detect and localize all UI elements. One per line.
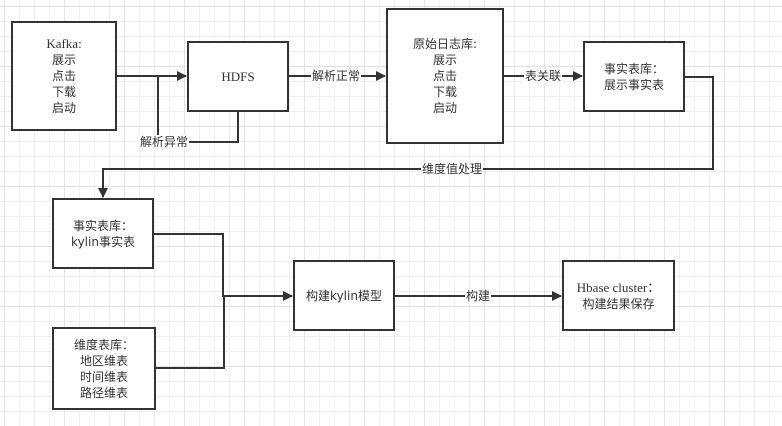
edge-dim-to-model [155, 296, 225, 369]
node-line: kylin事实表 [71, 234, 135, 249]
node-line: 路径维表 [79, 385, 128, 400]
node-hdfs[interactable]: HDFS [187, 41, 289, 112]
node-hbase-cluster[interactable]: Hbase cluster： 构建结果保存 [562, 260, 675, 331]
node-line: 展示 [432, 53, 457, 67]
node-line: 启动 [432, 101, 457, 115]
node-fact-db-kylin[interactable]: 事实表库： kylin事实表 [52, 198, 154, 269]
node-line: 下载 [51, 85, 76, 99]
node-line: 启动 [51, 101, 76, 115]
node-line: 时间维表 [79, 369, 128, 384]
node-title: 原始日志库: [412, 37, 478, 51]
node-dim-db[interactable]: 维度表库： 地区维表 时间维表 路径维表 [52, 327, 156, 410]
node-title: HDFS [221, 68, 255, 84]
node-line: 点击 [432, 69, 457, 83]
node-line: 构建结果保存 [582, 296, 655, 311]
node-fact-db-display[interactable]: 事实表库： 展示事实表 [583, 41, 685, 112]
edge-label-parse-ok: 解析正常 [311, 69, 362, 83]
node-raw-log-db[interactable]: 原始日志库: 展示 点击 下载 启动 [386, 8, 504, 144]
edge-fact-display-to-fact-kylin [98, 76, 714, 198]
edge-label-dim-value-processing: 维度值处理 [421, 162, 484, 176]
node-build-kylin-model[interactable]: 构建kylin模型 [293, 260, 395, 331]
node-title: 事实表库： [603, 61, 664, 76]
node-line: 下载 [432, 85, 457, 99]
edge-fact-kylin-to-model [153, 233, 293, 301]
node-line: 展示事实表 [603, 77, 664, 92]
node-line: 地区维表 [79, 353, 128, 368]
node-title: 维度表库： [73, 337, 134, 352]
node-line: 点击 [51, 69, 76, 83]
edge-label-parse-error: 解析异常 [139, 135, 190, 149]
node-title: 事实表库： [72, 218, 133, 233]
node-title: Kafka: [46, 36, 82, 51]
edge-hdfs-parse-error-loop [157, 76, 239, 143]
node-title: 构建kylin模型 [306, 288, 382, 303]
node-line: 展示 [51, 53, 76, 67]
edge-label-table-join: 表关联 [524, 69, 563, 83]
node-title: Hbase cluster： [576, 279, 661, 295]
node-kafka[interactable]: Kafka: 展示 点击 下载 启动 [11, 21, 117, 131]
edge-label-build: 构建 [465, 289, 492, 303]
